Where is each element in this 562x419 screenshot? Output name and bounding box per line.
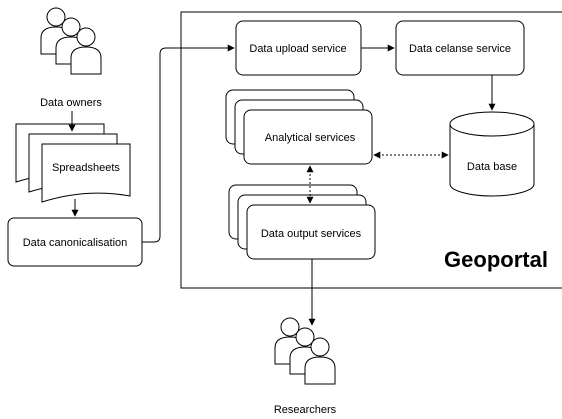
database-label: Data base xyxy=(467,161,517,173)
data-output-services-node: Data output services xyxy=(228,184,376,260)
connectors xyxy=(68,44,496,326)
data-owners-actor: Data owners xyxy=(40,7,102,109)
spreadsheets-label: Spreadsheets xyxy=(52,162,120,174)
person-icon xyxy=(274,317,336,385)
researchers-actor: Researchers xyxy=(274,317,337,416)
data-upload-service-label: Data upload service xyxy=(249,43,346,55)
data-cleanse-service-node: Data celanse service xyxy=(395,20,525,76)
data-upload-service-node: Data upload service xyxy=(235,20,362,76)
data-cleanse-service-label: Data celanse service xyxy=(409,43,511,55)
analytical-services-label: Analytical services xyxy=(265,132,356,144)
analytical-services-node: Analytical services xyxy=(225,89,373,165)
researchers-label: Researchers xyxy=(274,404,337,416)
geoportal-label: Geoportal xyxy=(444,247,548,272)
arrow-canonicalisation-to-upload xyxy=(142,44,235,243)
data-canonicalisation-label: Data canonicalisation xyxy=(23,237,128,249)
spreadsheets-node: Spreadsheets xyxy=(15,123,131,203)
person-icon xyxy=(40,7,102,75)
data-owners-label: Data owners xyxy=(40,97,102,109)
data-output-services-label: Data output services xyxy=(261,228,362,240)
database-node: Data base xyxy=(449,111,535,197)
data-canonicalisation-node: Data canonicalisation xyxy=(7,217,143,267)
